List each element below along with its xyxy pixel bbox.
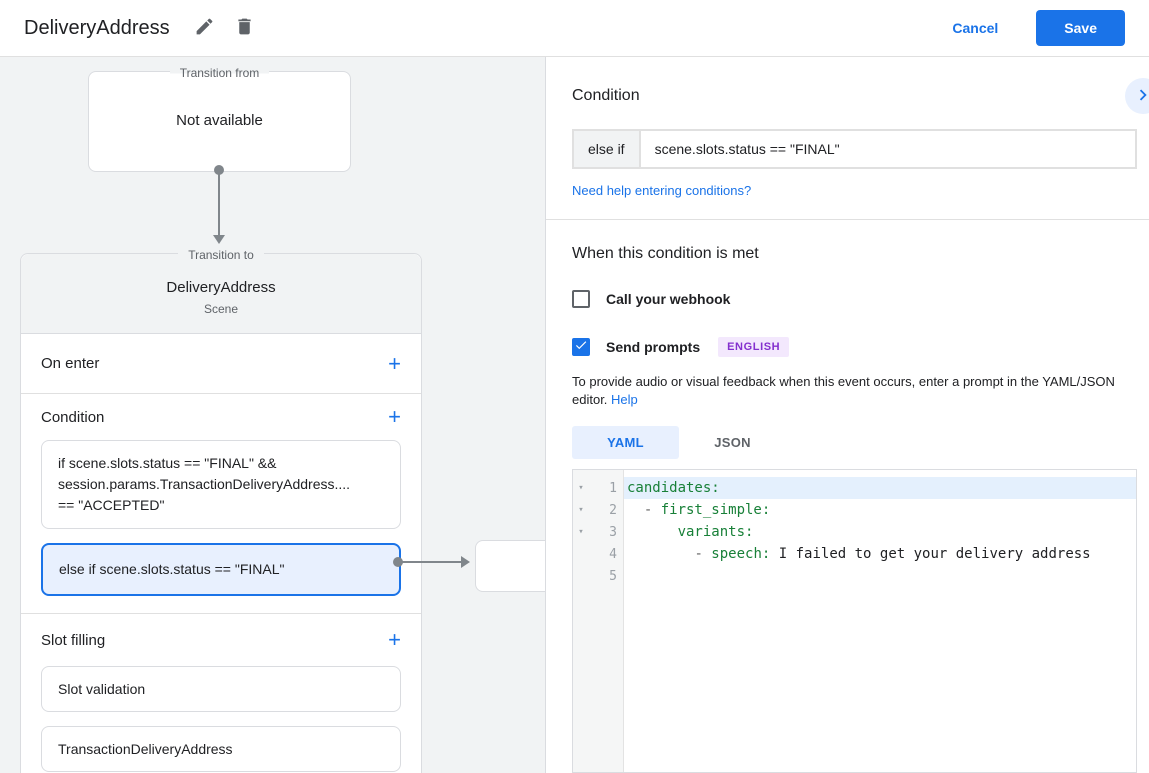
transition-from-tag: Transition from [89, 64, 350, 82]
conditions-help-link[interactable]: Need help entering conditions? [572, 183, 752, 198]
scene-diagram-canvas: Transition from Not available Transition… [0, 57, 546, 773]
webhook-checkbox-row: Call your webhook [572, 290, 1137, 308]
add-condition-icon[interactable]: + [388, 404, 401, 429]
editor-gutter: ▾ 1 ▾ 2 ▾ 3 4 5 [573, 470, 624, 772]
transition-from-box[interactable]: Transition from Not available [88, 66, 351, 172]
section-divider [21, 613, 421, 614]
line-number: 5 [609, 568, 617, 584]
delete-scene-button[interactable] [228, 11, 262, 45]
condition-section-label: Condition [41, 408, 105, 426]
save-button[interactable]: Save [1036, 10, 1125, 46]
panel-divider [546, 219, 1149, 220]
gutter-row: ▾ 1 [573, 477, 623, 499]
gutter-row: 4 [573, 543, 623, 565]
main-content: Transition from Not available Transition… [0, 57, 1149, 773]
slot-filling-label: Slot filling [41, 631, 106, 649]
connector-arrowhead-right [461, 556, 470, 568]
condition-item-if[interactable]: if scene.slots.status == "FINAL" && sess… [41, 440, 401, 529]
add-slot-icon[interactable]: + [388, 627, 401, 652]
line-number: 1 [609, 480, 617, 496]
gutter-row: 5 [573, 565, 623, 587]
transition-target-box[interactable] [475, 540, 545, 592]
code-line-4: - speech: I failed to get your delivery … [694, 546, 1091, 562]
send-prompts-label: Send prompts [606, 339, 701, 355]
editor-code-area[interactable]: candidates: - first_simple: variants: - … [624, 470, 1136, 772]
condition-else-text: else if scene.slots.status == "FINAL" [59, 561, 285, 577]
call-webhook-label: Call your webhook [606, 291, 731, 307]
send-prompts-checkbox-row: Send prompts ENGLISH [572, 337, 1137, 357]
line-number: 4 [609, 546, 617, 562]
connector-dot-top [214, 165, 224, 175]
scene-card: Transition to DeliveryAddress Scene On e… [20, 248, 422, 773]
panel-title: Condition [572, 87, 640, 104]
add-on-enter-icon[interactable]: + [388, 350, 401, 376]
transaction-delivery-address-item[interactable]: TransactionDeliveryAddress [41, 726, 401, 772]
pencil-icon [194, 16, 215, 40]
fold-arrow-icon[interactable]: ▾ [578, 505, 584, 515]
page-title: DeliveryAddress [24, 16, 170, 39]
when-condition-met-title: When this condition is met [572, 245, 759, 262]
call-webhook-checkbox[interactable] [572, 290, 590, 308]
chevron-right-icon [1132, 84, 1149, 109]
condition-prefix-label: else if [574, 131, 641, 167]
code-line-2: - first_simple: [643, 502, 771, 518]
helper-text-body: To provide audio or visual feedback when… [572, 374, 1115, 407]
language-badge: ENGLISH [718, 337, 790, 357]
connector-dot-right [393, 557, 403, 567]
fold-arrow-icon[interactable]: ▾ [578, 527, 584, 537]
condition-if-line: session.params.TransactionDeliveryAddres… [58, 476, 351, 492]
condition-expression-input: else if scene.slots.status == "FINAL" [572, 129, 1137, 169]
gutter-row: ▾ 3 [573, 521, 623, 543]
code-line-3: variants: [677, 524, 754, 540]
tab-yaml[interactable]: YAML [572, 426, 679, 459]
code-line-5 [624, 565, 1136, 587]
connector-line-horizontal [401, 561, 461, 563]
yaml-code-editor[interactable]: ▾ 1 ▾ 2 ▾ 3 4 5 [572, 469, 1137, 773]
slot-filling-section-header: Slot filling + [21, 614, 421, 666]
condition-item-else-selected[interactable]: else if scene.slots.status == "FINAL" [41, 543, 401, 596]
help-link[interactable]: Help [611, 392, 638, 407]
cancel-button[interactable]: Cancel [932, 11, 1018, 45]
line-number: 3 [609, 524, 617, 540]
slot-item-label: TransactionDeliveryAddress [58, 741, 233, 757]
scene-name: DeliveryAddress [166, 279, 276, 296]
trash-icon [234, 16, 255, 40]
tab-json[interactable]: JSON [714, 435, 751, 450]
code-line-1: candidates: [624, 477, 1136, 499]
connector-line-vertical [218, 174, 220, 236]
slot-item-label: Slot validation [58, 681, 146, 697]
prompt-editor-tabs: YAML JSON [572, 426, 1137, 459]
fold-arrow-icon[interactable]: ▾ [578, 483, 584, 493]
edit-title-button[interactable] [188, 11, 222, 45]
condition-panel: Condition else if scene.slots.status == … [546, 57, 1149, 773]
gutter-row: ▾ 2 [573, 499, 623, 521]
slot-validation-item[interactable]: Slot validation [41, 666, 401, 712]
scene-card-header[interactable]: DeliveryAddress Scene [21, 254, 421, 334]
line-number: 2 [609, 502, 617, 518]
condition-if-line: == "ACCEPTED" [58, 497, 165, 513]
condition-expression-field[interactable]: scene.slots.status == "FINAL" [654, 141, 840, 157]
prompts-helper-text: To provide audio or visual feedback when… [572, 373, 1134, 409]
transition-from-content: Not available [176, 112, 263, 129]
send-prompts-checkbox[interactable] [572, 338, 590, 356]
collapse-panel-button[interactable] [1125, 78, 1149, 114]
top-bar: DeliveryAddress Cancel Save [0, 0, 1149, 57]
on-enter-label: On enter [41, 355, 100, 372]
condition-section-header: Condition + [21, 394, 421, 440]
on-enter-section: On enter + [21, 334, 421, 394]
condition-if-line: if scene.slots.status == "FINAL" && [58, 455, 277, 471]
connector-arrowhead-down [213, 235, 225, 244]
checkmark-icon [574, 338, 588, 357]
scene-type-label: Scene [203, 302, 239, 316]
